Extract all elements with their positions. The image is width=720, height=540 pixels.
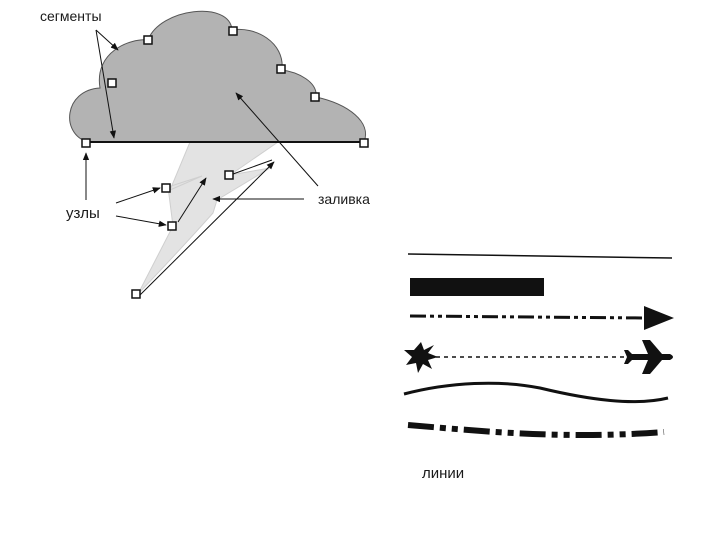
line-thick-dash-dot [407,422,665,438]
line-solid-thin [407,253,673,259]
arrow-nodes-to-node2 [115,215,167,227]
annotation-arrows [82,29,319,296]
label-segments: сегменты [40,8,102,24]
node [228,26,238,36]
nodes [81,26,369,299]
node [167,221,177,231]
arrow-bolt-line-a [232,159,273,175]
line-samples [403,253,674,438]
line-thick-bar [410,278,544,296]
node [81,138,91,148]
node [143,35,153,45]
node [224,170,234,180]
arrowhead-icon [644,306,674,330]
arrow-nodes-to-node1 [115,187,161,204]
node [131,289,141,299]
arrow-segments-to-arc [95,29,119,51]
node [310,92,320,102]
arrow-bolt-line-b [139,161,275,296]
node [161,183,171,193]
explosion-icon [404,342,438,373]
label-nodes: узлы [66,205,100,222]
arrow-segments-to-baseline [95,29,116,139]
airplane-icon [624,340,673,374]
cloud-shape [69,10,366,143]
line-dash-dot-arrow [409,314,649,320]
label-fill: заливка [318,191,370,207]
label-lines: линии [422,465,465,482]
lightning-shape [137,141,280,295]
node [276,64,286,74]
arrow-node-to-bolt [177,177,207,223]
node [107,78,117,88]
arrow-fill-to-cloud [235,92,319,187]
node [359,138,369,148]
line-freehand-curve [403,381,669,404]
